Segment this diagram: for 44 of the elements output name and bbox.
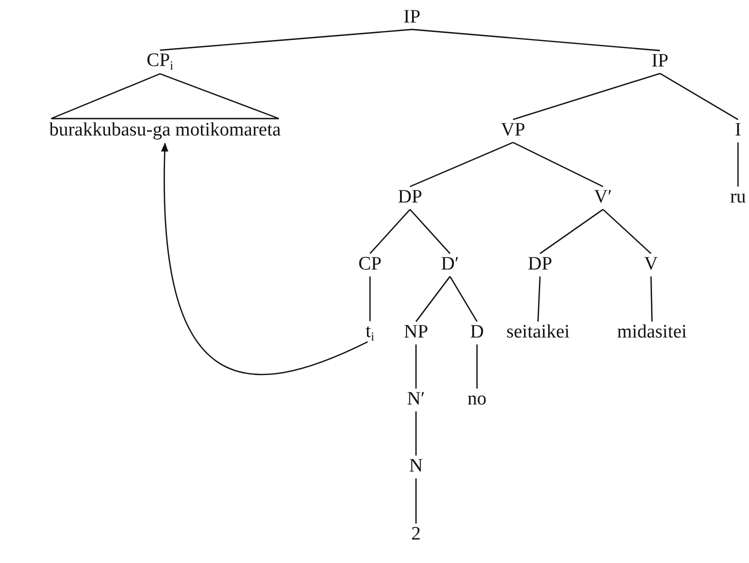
tree-label: 2 [411, 524, 421, 546]
tree-label: D′ [441, 254, 459, 276]
tree-label: IP [404, 8, 420, 28]
branch-line [512, 72, 660, 120]
tree-label: NP [404, 322, 428, 344]
tree-label: D [470, 322, 484, 344]
tree-label: V′ [594, 188, 612, 208]
tree-label: t$_{i}$ [366, 322, 374, 344]
tree-label: CP$_{i}$ [146, 51, 174, 73]
branch-line [160, 28, 412, 51]
branch-line [370, 209, 410, 254]
branch-line [660, 72, 738, 120]
tree-label: DP [528, 254, 552, 276]
tree-label: ru [730, 188, 746, 208]
branch-line [540, 208, 604, 254]
tree-label: I [734, 120, 742, 142]
movement-arrow [161, 142, 368, 375]
branch-line [650, 276, 653, 322]
branch-line [410, 209, 450, 254]
tree-label: N′ [407, 390, 425, 410]
tree-label: seitaikei [506, 322, 570, 344]
branch-line [412, 28, 660, 52]
branch-line [476, 344, 478, 389]
branch-line [737, 142, 739, 187]
branch-line [602, 208, 652, 254]
triangle-branch [50, 73, 280, 120]
tree-label: burakkubasu-ga motikomareta [49, 120, 281, 142]
branch-line [369, 276, 371, 322]
tree-label: V [644, 254, 658, 276]
tree-label: VP [500, 120, 526, 142]
branch-line [537, 276, 541, 322]
tree-label: N [409, 456, 423, 478]
tree-label: CP [358, 254, 382, 276]
tree-label: no [468, 390, 486, 410]
branch-line [415, 344, 417, 389]
tree-label: IP [652, 52, 668, 72]
branch-line [512, 142, 604, 188]
tree-label: DP [398, 188, 422, 208]
tree-label: midasitei [617, 322, 687, 344]
branch-line [415, 276, 451, 322]
branch-line [415, 411, 417, 456]
branch-line [449, 276, 478, 322]
branch-line [410, 142, 514, 188]
branch-line [415, 478, 417, 524]
